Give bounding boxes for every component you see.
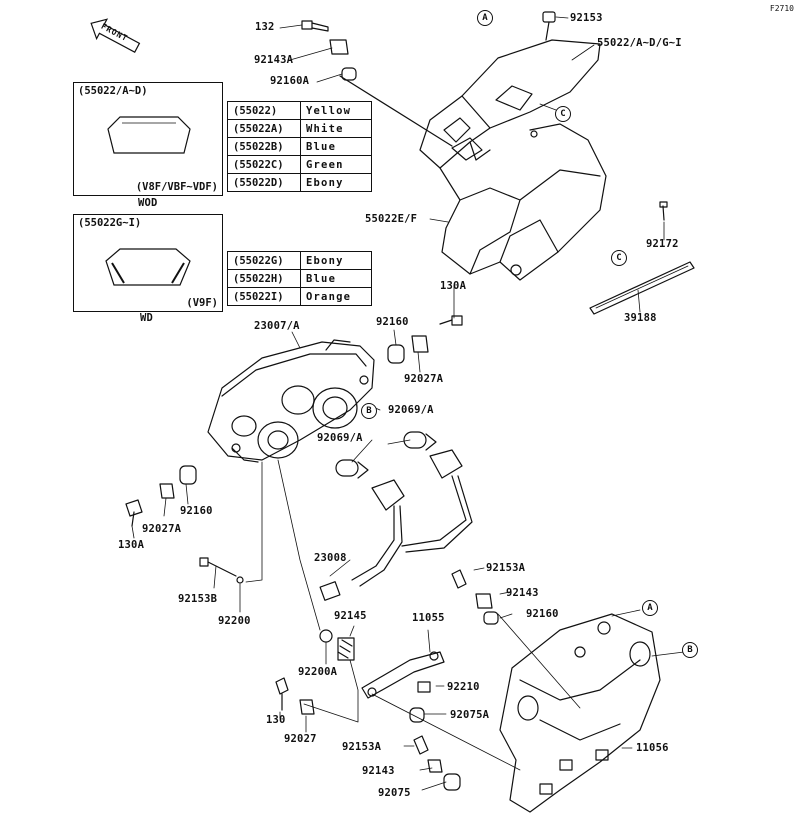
screw-92153b-drawing — [199, 557, 237, 577]
harness-23008-drawing — [319, 449, 473, 601]
front-arrow-icon: FRONT — [86, 16, 144, 56]
part-label[interactable]: 130 — [266, 714, 286, 726]
bracket-11055-drawing — [361, 651, 445, 699]
color-row: (55022D)Ebony — [227, 173, 372, 192]
variant-box-a-under: WOD — [138, 197, 158, 209]
part-label[interactable]: 132 — [255, 21, 275, 33]
headlight-drawing — [207, 339, 375, 463]
color-table-b: (55022G)Ebony (55022H)Blue (55022I)Orang… — [227, 251, 372, 306]
windscreen-b-icon — [105, 248, 191, 286]
callout-c-cowl: C — [555, 106, 571, 122]
part-label[interactable]: 55022E/F — [365, 213, 418, 225]
part-label[interactable]: 92143A — [254, 54, 294, 66]
part-label[interactable]: 92153 — [570, 12, 603, 24]
part-label[interactable]: 92145 — [334, 610, 367, 622]
part-label[interactable]: 92027 — [284, 733, 317, 745]
part-label[interactable]: 92153B — [178, 593, 218, 605]
part-label[interactable]: 92143 — [506, 587, 539, 599]
callout-a-bracket: A — [642, 600, 658, 616]
part-label[interactable]: 92160 — [376, 316, 409, 328]
color-row: (55022G)Ebony — [227, 251, 372, 270]
part-label[interactable]: 11055 — [412, 612, 445, 624]
part-label[interactable]: 92200 — [218, 615, 251, 627]
part-label[interactable]: 92160 — [526, 608, 559, 620]
variant-box-b-caption: (55022G~I) — [78, 217, 142, 229]
color-row: (55022A)White — [227, 119, 372, 138]
washer-92200a-drawing — [319, 629, 333, 643]
bulbs-92069-drawing — [335, 431, 437, 479]
nut-92210-drawing — [417, 681, 431, 693]
callout-a-top: A — [477, 10, 493, 26]
pin-92172-drawing — [662, 205, 665, 221]
variant-box-b-model: (V9F) — [186, 297, 218, 309]
windscreen-a-icon — [107, 116, 191, 154]
variant-box-a: (55022/A~D) (V8F/VBF~VDF) — [73, 82, 223, 196]
part-label[interactable]: 23008 — [314, 552, 347, 564]
part-label[interactable]: 92075 — [378, 787, 411, 799]
variant-box-a-model: (V8F/VBF~VDF) — [135, 181, 218, 193]
part-label[interactable]: 92200A — [298, 666, 338, 678]
color-row: (55022)Yellow — [227, 101, 372, 120]
part-label[interactable]: 92027A — [142, 523, 182, 535]
part-label[interactable]: 130A — [118, 539, 145, 551]
part-label[interactable]: 92069/A — [317, 432, 363, 444]
part-label[interactable]: 92153A — [342, 741, 382, 753]
grommet-92160-mid-drawing — [387, 344, 405, 364]
spring-92145-drawing — [337, 637, 355, 661]
figure-id: F2710 — [769, 4, 794, 13]
part-label[interactable]: 92075A — [450, 709, 490, 721]
part-label[interactable]: 92069/A — [388, 404, 434, 416]
reference-lines — [131, 16, 685, 791]
part-label[interactable]: 23007/A — [254, 320, 300, 332]
part-label[interactable]: 55022/A~D/G~I — [597, 37, 682, 49]
part-label[interactable]: 92160A — [270, 75, 310, 87]
strip-39188-drawing — [589, 261, 695, 315]
part-label[interactable]: 92153A — [486, 562, 526, 574]
collar-92027a-mid-drawing — [411, 335, 429, 353]
color-row: (55022B)Blue — [227, 137, 372, 156]
upper-cowl-drawing — [419, 39, 607, 281]
part-label[interactable]: 92172 — [646, 238, 679, 250]
screw-92153-drawing — [542, 11, 556, 41]
color-row: (55022C)Green — [227, 155, 372, 174]
screw-130a-top-drawing — [439, 315, 463, 326]
grommet-92160-left-drawing — [179, 465, 197, 485]
part-label[interactable]: 92143 — [362, 765, 395, 777]
callout-b-headlight: B — [361, 403, 377, 419]
washer-92200-drawing — [236, 576, 244, 584]
part-label[interactable]: 92210 — [447, 681, 480, 693]
part-label[interactable]: 39188 — [624, 312, 657, 324]
color-row: (55022H)Blue — [227, 269, 372, 288]
color-table-a: (55022)Yellow (55022A)White (55022B)Blue… — [227, 101, 372, 192]
color-row: (55022I)Orange — [227, 287, 372, 306]
variant-box-a-caption: (55022/A~D) — [78, 85, 148, 97]
part-label[interactable]: 92027A — [404, 373, 444, 385]
part-label[interactable]: 130A — [440, 280, 467, 292]
variant-box-b-under: WD — [140, 312, 154, 324]
part-label[interactable]: 92160 — [180, 505, 213, 517]
part-label[interactable]: 11056 — [636, 742, 669, 754]
stay-11056-drawing — [499, 613, 661, 813]
callout-c-strip: C — [611, 250, 627, 266]
callout-b-bracket: B — [682, 642, 698, 658]
variant-box-b: (55022G~I) (V9F) — [73, 214, 223, 312]
